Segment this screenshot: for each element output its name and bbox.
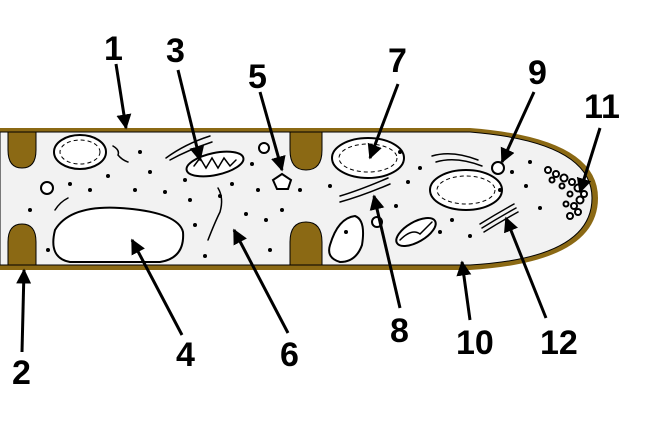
nucleus-1 — [53, 134, 107, 170]
label-8: 8 — [390, 312, 409, 350]
er-strand-7 — [339, 183, 391, 203]
golgi-body — [479, 203, 519, 233]
label-2: 2 — [12, 354, 31, 392]
label-1: 1 — [104, 30, 123, 68]
vacuole-large — [52, 206, 185, 263]
septum-right — [289, 131, 323, 266]
er-strand-5 — [54, 197, 69, 211]
vacuole-small — [328, 214, 365, 264]
label-11: 11 — [584, 88, 620, 126]
label-3: 3 — [166, 32, 185, 70]
er-strand-9 — [435, 159, 483, 167]
vesicle-2 — [258, 142, 270, 154]
nucleus-2 — [331, 137, 405, 179]
label-5: 5 — [248, 58, 267, 96]
mitochondrion-2 — [395, 217, 437, 247]
er-strand-3 — [169, 141, 213, 161]
label-6: 6 — [280, 336, 299, 374]
leader-lines — [16, 63, 602, 353]
er-strand-2 — [165, 135, 211, 159]
label-7: 7 — [388, 42, 407, 80]
label-9: 9 — [528, 54, 547, 92]
microbody — [271, 172, 293, 190]
vesicle-4 — [491, 161, 505, 175]
er-strand-6 — [339, 177, 389, 197]
label-10: 10 — [456, 324, 494, 362]
label-12: 12 — [540, 324, 578, 362]
ribosomes — [28, 150, 542, 258]
er-strand-1 — [112, 145, 129, 163]
nucleus-3 — [429, 169, 503, 211]
vesicle-1 — [40, 181, 54, 195]
label-4: 4 — [176, 336, 195, 374]
er-strand-8 — [431, 153, 479, 161]
septum-left — [7, 131, 37, 266]
apical-vesicle-cluster — [544, 166, 588, 220]
